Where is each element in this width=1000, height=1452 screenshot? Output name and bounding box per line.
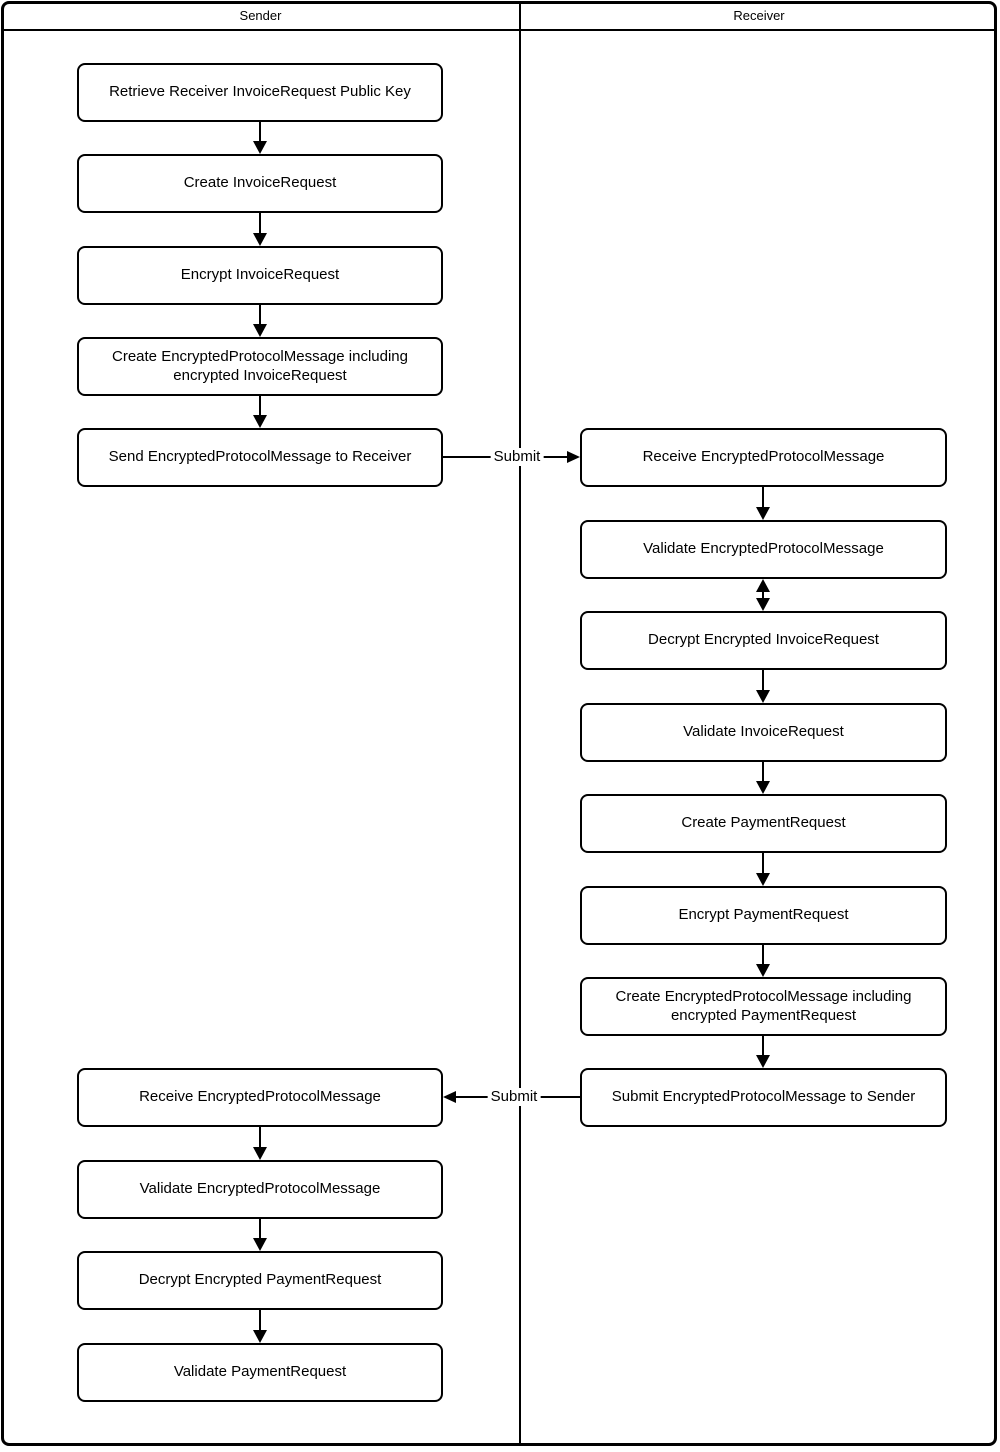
header-separator [2, 29, 997, 31]
node-create-paymentrequest: Create PaymentRequest [580, 794, 947, 853]
node-receive-encryptedprotocolmessage-receiver: Receive EncryptedProtocolMessage [580, 428, 947, 487]
arrow-down-icon [253, 396, 267, 428]
arrow-down-icon [756, 853, 770, 886]
lane-title-sender: Sender [239, 8, 282, 23]
node-encrypt-invoicerequest: Encrypt InvoiceRequest [77, 246, 443, 305]
arrow-down-icon [756, 1036, 770, 1068]
node-validate-paymentrequest: Validate PaymentRequest [77, 1343, 443, 1402]
arrow-down-icon [253, 213, 267, 246]
node-validate-encryptedprotocolmessage-receiver: Validate EncryptedProtocolMessage [580, 520, 947, 579]
node-decrypt-encrypted-paymentrequest: Decrypt Encrypted PaymentRequest [77, 1251, 443, 1310]
node-create-invoicerequest: Create InvoiceRequest [77, 154, 443, 213]
node-retrieve-receiver-invoicerequest-public-key: Retrieve Receiver InvoiceRequest Public … [77, 63, 443, 122]
arrow-down-icon [253, 122, 267, 154]
submit-label-to-sender: Submit [487, 1088, 541, 1106]
arrow-down-icon [756, 670, 770, 703]
arrow-down-icon [253, 305, 267, 337]
submit-label-to-receiver: Submit [490, 448, 544, 466]
arrow-down-icon [756, 762, 770, 794]
lane-divider [519, 2, 521, 1445]
node-validate-encryptedprotocolmessage-sender: Validate EncryptedProtocolMessage [77, 1160, 443, 1219]
node-receive-encryptedprotocolmessage-sender: Receive EncryptedProtocolMessage [77, 1068, 443, 1127]
node-decrypt-encrypted-invoicerequest: Decrypt Encrypted InvoiceRequest [580, 611, 947, 670]
node-create-encryptedprotocolmessage-invoicerequest: Create EncryptedProtocolMessage includin… [77, 337, 443, 396]
arrow-double-vertical-icon [756, 579, 770, 611]
arrow-down-icon [253, 1127, 267, 1160]
node-create-encryptedprotocolmessage-paymentrequest: Create EncryptedProtocolMessage includin… [580, 977, 947, 1036]
arrow-down-icon [253, 1219, 267, 1251]
arrow-down-icon [756, 945, 770, 977]
node-validate-invoicerequest: Validate InvoiceRequest [580, 703, 947, 762]
arrow-down-icon [253, 1310, 267, 1343]
node-encrypt-paymentrequest: Encrypt PaymentRequest [580, 886, 947, 945]
lane-title-receiver: Receiver [733, 8, 785, 23]
arrow-down-icon [756, 487, 770, 520]
node-submit-encryptedprotocolmessage-to-sender: Submit EncryptedProtocolMessage to Sende… [580, 1068, 947, 1127]
node-send-encryptedprotocolmessage-to-receiver: Send EncryptedProtocolMessage to Receive… [77, 428, 443, 487]
